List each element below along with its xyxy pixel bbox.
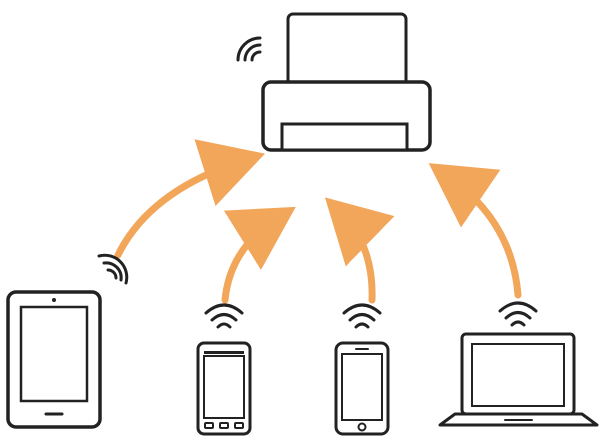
printer-icon (261, 12, 432, 152)
arrow-tablet-to-printer (114, 139, 266, 259)
tablet-wifi-icon (97, 253, 129, 285)
tablet-icon (6, 290, 102, 429)
arrow-android-to-printer (221, 206, 296, 304)
printer-wifi-icon (236, 36, 262, 62)
iphone-wifi-icon (342, 303, 382, 329)
smartphone-iphone-icon (334, 341, 390, 436)
smartphone-android-icon (196, 341, 252, 436)
arrow-iphone-to-printer (324, 197, 395, 304)
laptop-icon (438, 332, 599, 427)
arrow-laptop-to-printer (428, 163, 522, 299)
laptop-wifi-icon (498, 301, 538, 327)
android-wifi-icon (204, 303, 244, 329)
connection-arrows (114, 139, 522, 304)
